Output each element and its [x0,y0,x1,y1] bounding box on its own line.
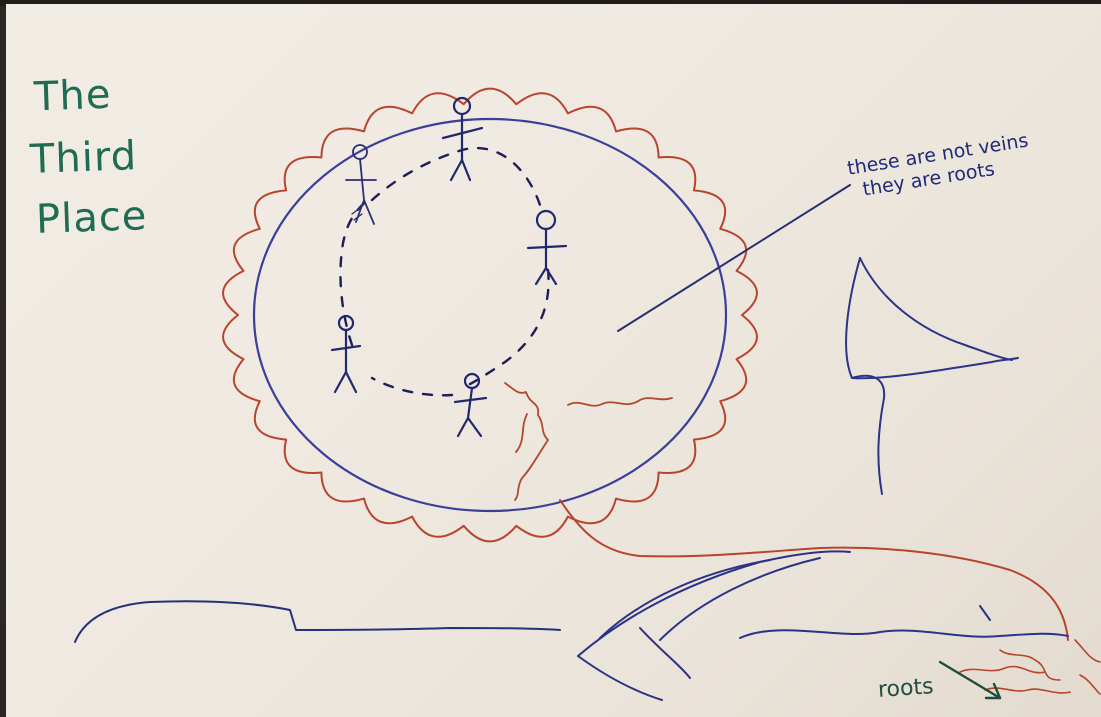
roots-squiggle-inner [505,383,672,500]
leaf-sketch [846,258,1018,494]
scalloped-petal-ring [223,89,757,542]
arrow-to-roots [940,662,1000,698]
mound-sketch [578,551,1068,700]
title-word-the: The [33,75,112,118]
stick-figure-top [443,98,482,180]
root-path-long [560,500,1068,640]
ground-line-left [75,601,560,642]
title-word-place: Place [35,196,148,240]
roots-label: roots [877,676,934,702]
title-word-third: Third [29,136,137,180]
petal-scallops [223,89,757,542]
stick-figure-left [332,316,360,392]
dashed-community-ring [340,148,548,395]
stick-figure-right [528,211,566,284]
main-circle [254,119,726,511]
annotation-pointer-line [618,185,850,331]
